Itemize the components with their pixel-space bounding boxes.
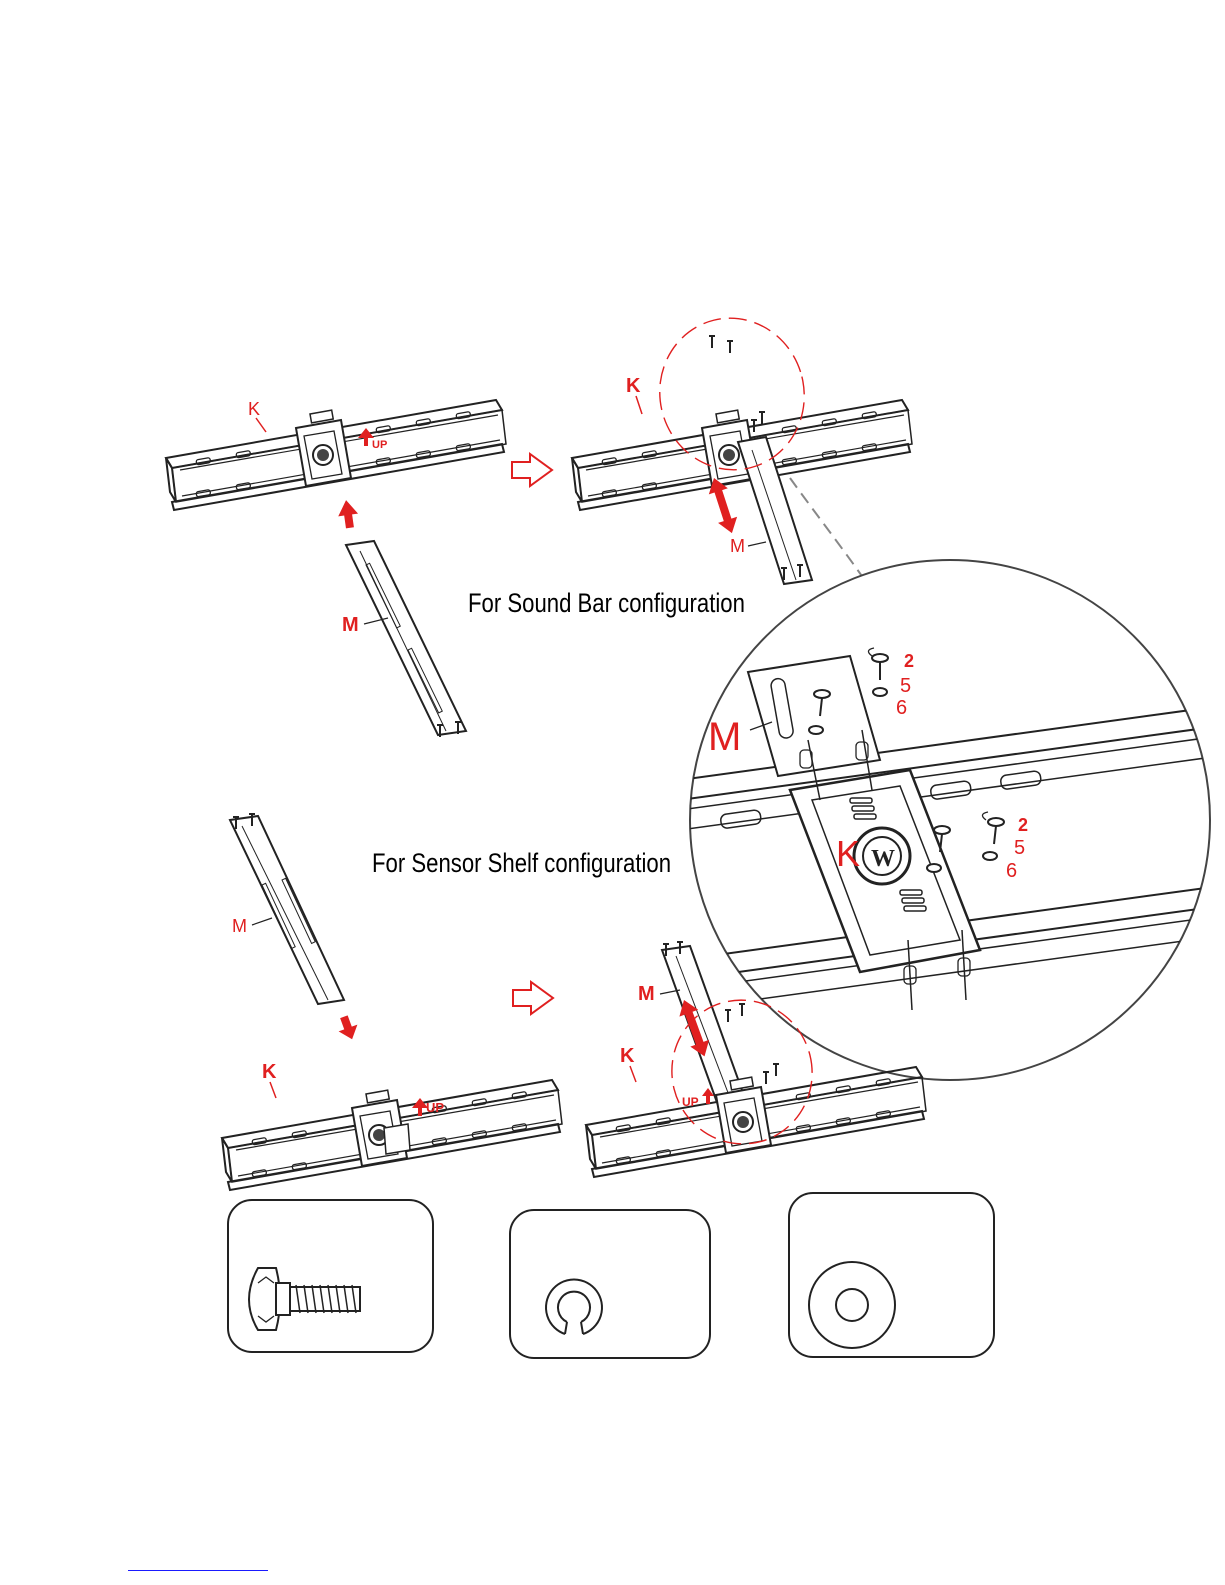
label-m: M	[638, 983, 655, 1005]
hardware-callout-bolt: 2	[1018, 815, 1028, 835]
plate-k-bottom-left: K UP	[222, 1061, 562, 1190]
hardware-callout-flat-washer: 6	[1006, 860, 1017, 882]
plate-k-top-left: K UP	[166, 399, 506, 510]
insert-arrow-icon	[336, 499, 360, 530]
label-up: UP	[372, 439, 387, 451]
hardware-lock-washer-box	[510, 1210, 710, 1358]
label-k: K	[262, 1061, 277, 1083]
label-up: UP	[426, 1100, 444, 1115]
detail-zoom-circle: W	[680, 560, 1220, 1080]
sound-bar-caption: For Sound Bar configuration	[468, 588, 745, 619]
bar-m-bottom-left: M	[230, 814, 344, 1004]
plate-k-top-right: K M	[572, 303, 912, 584]
detail-label-m: M	[708, 715, 741, 759]
bar-m-top-left: M	[342, 541, 466, 737]
hardware-bolt-box	[228, 1200, 433, 1352]
detail-label-k: K	[836, 833, 860, 874]
hardware-callout-lock-washer: 5	[900, 675, 911, 697]
hardware-flat-washer-box	[789, 1193, 994, 1357]
next-step-arrow-icon	[513, 982, 553, 1014]
label-m: M	[232, 916, 247, 936]
hardware-callout-lock-washer: 5	[1014, 837, 1025, 859]
label-k: K	[626, 375, 641, 397]
label-k: K	[620, 1045, 635, 1067]
sensor-shelf-caption: For Sensor Shelf configuration	[372, 848, 671, 879]
insert-arrow-icon	[334, 1013, 361, 1042]
next-step-arrow-icon	[512, 454, 552, 486]
label-m: M	[342, 614, 359, 636]
hardware-callout-bolt: 2	[904, 651, 914, 671]
label-up: UP	[682, 1095, 699, 1109]
hardware-callout-flat-washer: 6	[896, 697, 907, 719]
svg-text:W: W	[871, 846, 895, 872]
label-k: K	[248, 399, 260, 419]
footer-link-underline[interactable]	[128, 1570, 268, 1571]
label-m: M	[730, 536, 745, 556]
flat-washer-icon	[809, 1262, 895, 1348]
